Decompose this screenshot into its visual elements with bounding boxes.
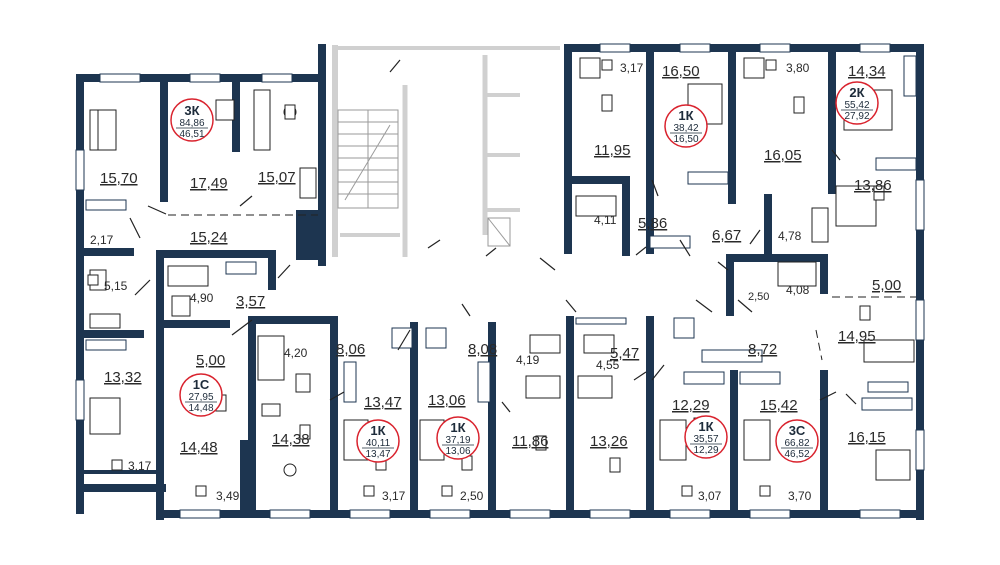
svg-text:13,47: 13,47	[365, 449, 390, 460]
svg-text:1К: 1К	[698, 419, 713, 434]
apartment-badges: 3К 84,86 46,51 1К 38,42 16,50 2К 55,42 2…	[170, 81, 879, 463]
room-area: 4,19	[516, 353, 540, 367]
room-area: 14,95	[838, 328, 876, 345]
svg-text:13,06: 13,06	[445, 446, 470, 457]
room-area: 4,78	[778, 229, 802, 243]
furniture	[89, 57, 915, 481]
room-area: 3,07	[698, 489, 722, 503]
room-area: 11,86	[512, 433, 548, 450]
room-area: 8,06	[336, 341, 365, 358]
svg-text:46,52: 46,52	[784, 449, 809, 460]
room-area: 4,55	[596, 358, 620, 372]
svg-text:27,95: 27,95	[188, 392, 213, 403]
svg-text:37,19: 37,19	[445, 435, 470, 446]
windows	[75, 43, 925, 519]
room-labels: 15,70 17,49 15,07 2,17 15,24 5,15 13,32 …	[90, 61, 901, 503]
svg-text:3С: 3С	[789, 423, 806, 438]
elevator	[487, 217, 511, 247]
apartment-badge[interactable]: 1К 35,57 12,29	[684, 415, 728, 459]
room-area: 13,06	[428, 392, 466, 409]
svg-text:27,92: 27,92	[844, 111, 869, 122]
svg-text:12,29: 12,29	[693, 445, 718, 456]
room-area: 15,70	[100, 170, 138, 187]
room-area: 4,20	[284, 346, 308, 360]
room-area: 2,50	[748, 291, 769, 303]
room-area: 13,32	[104, 369, 142, 386]
apartment-badge[interactable]: 1К 40,11 13,47	[356, 419, 400, 463]
partitions-dashed	[168, 214, 916, 361]
room-area: 6,67	[712, 227, 741, 244]
svg-text:38,42: 38,42	[673, 123, 698, 134]
room-area: 3,17	[620, 61, 644, 75]
room-area: 5,86	[638, 215, 667, 232]
apartment-badge[interactable]: 1К 37,19 13,06	[436, 416, 480, 460]
room-area: 3,70	[788, 489, 812, 503]
room-area: 3,57	[236, 293, 265, 310]
room-area: 16,15	[848, 429, 886, 446]
room-area: 15,24	[190, 229, 228, 246]
apartment-badge[interactable]: 1К 38,42 16,50	[664, 104, 708, 148]
room-area: 14,34	[848, 63, 886, 80]
room-area: 3,17	[382, 489, 406, 503]
svg-text:35,57: 35,57	[693, 434, 718, 445]
svg-text:1К: 1К	[450, 420, 465, 435]
svg-text:14,48: 14,48	[188, 403, 213, 414]
room-area: 16,05	[764, 147, 802, 164]
svg-text:16,50: 16,50	[673, 134, 698, 145]
room-area: 2,17	[90, 233, 114, 247]
storage-boxes	[87, 59, 777, 497]
svg-text:84,86: 84,86	[179, 118, 204, 129]
room-area: 15,42	[760, 397, 798, 414]
apartment-badge[interactable]: 3К 84,86 46,51	[170, 98, 214, 142]
room-area: 3,80	[786, 61, 810, 75]
svg-text:3К: 3К	[184, 103, 199, 118]
svg-text:1К: 1К	[678, 108, 693, 123]
room-area: 5,00	[196, 352, 225, 369]
svg-text:2К: 2К	[849, 85, 864, 100]
svg-text:55,42: 55,42	[844, 100, 869, 111]
stairs	[337, 109, 399, 209]
room-area: 4,08	[786, 283, 810, 297]
room-area: 16,50	[662, 63, 700, 80]
svg-text:1С: 1С	[193, 377, 210, 392]
room-area: 12,29	[672, 397, 710, 414]
room-area: 11,95	[594, 142, 630, 159]
room-area: 5,15	[104, 279, 128, 293]
doors	[129, 59, 857, 413]
room-area: 5,00	[872, 277, 901, 294]
room-area: 5,47	[610, 345, 639, 362]
room-area: 3,49	[216, 489, 240, 503]
apartment-badge[interactable]: 1С 27,95 14,48	[179, 373, 223, 417]
room-area: 3,17	[128, 459, 152, 473]
room-area: 8,08	[468, 341, 497, 358]
room-area: 15,07	[258, 169, 296, 186]
svg-text:40,11: 40,11	[366, 438, 391, 449]
room-area: 4,90	[190, 291, 214, 305]
room-area: 2,50	[460, 489, 484, 503]
room-area: 13,26	[590, 433, 628, 450]
room-area: 8,72	[748, 341, 777, 358]
radiators	[85, 55, 917, 411]
room-area: 13,47	[364, 394, 402, 411]
apartment-badge[interactable]: 2К 55,42 27,92	[835, 81, 879, 125]
room-area: 14,38	[272, 431, 310, 448]
svg-text:66,82: 66,82	[784, 438, 809, 449]
room-area: 14,48	[180, 439, 218, 456]
room-area: 13,86	[854, 177, 892, 194]
room-area: 17,49	[190, 175, 228, 192]
room-area: 4,11	[594, 213, 617, 227]
stair-core	[330, 45, 562, 257]
svg-text:46,51: 46,51	[179, 129, 204, 140]
svg-text:1К: 1К	[370, 423, 385, 438]
apartment-badge[interactable]: 3С 66,82 46,52	[775, 419, 819, 463]
